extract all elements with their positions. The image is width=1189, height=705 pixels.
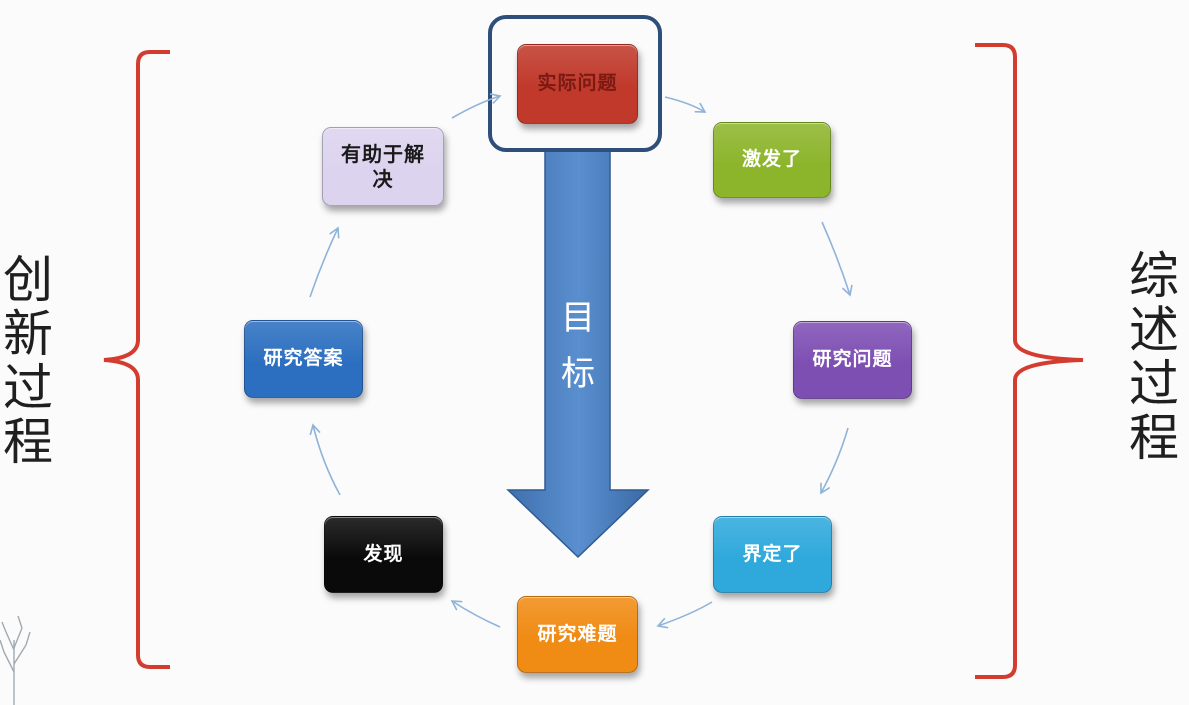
- node-label: 界定了: [742, 542, 803, 565]
- connector-arrow: [309, 226, 340, 298]
- review-process-label: 综 述 过 程: [1129, 247, 1179, 467]
- connector-arrow: [664, 96, 707, 113]
- connector-arrow: [821, 221, 853, 297]
- highlight-frame: [488, 15, 662, 152]
- node-helps-solve: 有助于解决: [322, 127, 444, 206]
- node-actual-problem: 实际问题: [517, 44, 638, 124]
- node-discovery: 发现: [324, 516, 443, 593]
- node-label: 实际问题: [537, 72, 618, 95]
- connector-arrow: [451, 93, 502, 119]
- node-label: 研究答案: [263, 347, 344, 370]
- left-brace: [103, 50, 170, 669]
- connector-arrow: [656, 601, 713, 629]
- right-brace: [975, 43, 1084, 679]
- node-label: 研究问题: [812, 348, 893, 371]
- goal-arrow: [506, 149, 650, 559]
- node-research-difficulty: 研究难题: [517, 596, 638, 673]
- node-label: 研究难题: [537, 622, 618, 645]
- node-research-question: 研究问题: [793, 321, 912, 399]
- node-research-answer: 研究答案: [244, 320, 363, 398]
- tree-decoration: [0, 615, 31, 705]
- node-label: 有助于解决: [341, 141, 425, 191]
- connector-arrow: [450, 600, 501, 628]
- node-label: 发现: [363, 542, 404, 565]
- node-inspire: 激发了: [713, 122, 831, 198]
- connector-arrow: [820, 427, 849, 495]
- node-defined: 界定了: [713, 516, 832, 593]
- innovation-process-label: 创 新 过 程: [3, 251, 53, 471]
- node-label: 激发了: [741, 148, 802, 171]
- connector-arrow: [309, 423, 341, 496]
- goal-label: 目 标: [561, 298, 595, 394]
